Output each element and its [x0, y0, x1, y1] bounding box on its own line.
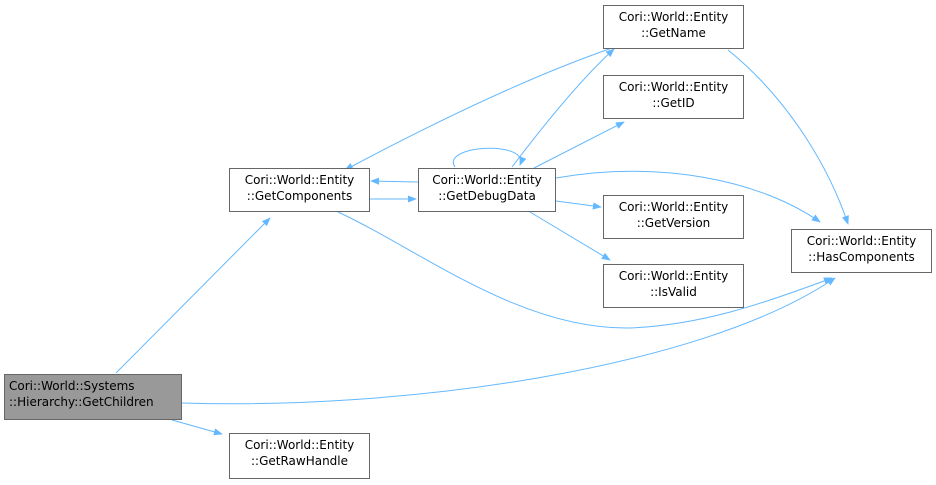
edge-components-hascomponents: [337, 211, 833, 329]
node-getid[interactable]: Cori::World::Entity ::GetID: [603, 75, 744, 119]
node-label-line2: ::HasComponents: [808, 250, 915, 264]
node-label-line2: ::GetComponents: [246, 189, 353, 203]
edge-debugdata-getname: [511, 48, 615, 168]
node-label-line1: Cori::World::Entity: [432, 173, 542, 187]
node-label-line2: ::GetDebugData: [438, 189, 536, 203]
edge-getname-hascomponents: [727, 49, 849, 225]
edge-children-components: [115, 217, 271, 374]
edge-debugdata-self: [452, 147, 527, 168]
node-label-line1: Cori::World::Systems: [9, 379, 135, 393]
node-label-line2: ::GetID: [652, 96, 695, 110]
node-label-line1: Cori::World::Entity: [618, 200, 729, 214]
node-label-line2: ::IsValid: [650, 285, 697, 299]
node-label-line2: ::GetRawHandle: [250, 454, 349, 468]
edge-children-rawhandle: [171, 419, 223, 436]
node-isvalid[interactable]: Cori::World::Entity ::IsValid: [603, 264, 744, 308]
node-getchildren[interactable]: Cori::World::Systems ::Hierarchy::GetChi…: [4, 374, 182, 420]
edge-debugdata-getid: [533, 121, 625, 169]
node-label-line2: ::Hierarchy::GetChildren: [9, 395, 154, 409]
node-label-line2: ::GetName: [641, 26, 706, 40]
edge-getname-components: [344, 47, 613, 171]
edge-debugdata-components: [370, 177, 419, 185]
node-getcomponents[interactable]: Cori::World::Entity ::GetComponents: [229, 168, 370, 212]
node-label-line1: Cori::World::Entity: [618, 80, 729, 94]
node-label-line1: Cori::World::Entity: [244, 173, 355, 187]
node-hascomponents[interactable]: Cori::World::Entity ::HasComponents: [791, 229, 932, 273]
node-label-line1: Cori::World::Entity: [244, 438, 355, 452]
node-label-line1: Cori::World::Entity: [618, 10, 729, 24]
node-label-line2: ::GetVersion: [636, 216, 711, 230]
node-getdebugdata[interactable]: Cori::World::Entity ::GetDebugData: [418, 168, 556, 212]
edge-debugdata-getversion: [555, 200, 602, 210]
node-getversion[interactable]: Cori::World::Entity ::GetVersion: [603, 195, 744, 239]
node-getname[interactable]: Cori::World::Entity ::GetName: [603, 5, 744, 49]
node-label-line1: Cori::World::Entity: [618, 269, 729, 283]
edge-children-hascomponents: [181, 277, 836, 405]
node-label-line1: Cori::World::Entity: [806, 234, 917, 248]
edge-debugdata-hascomponents: [555, 170, 821, 223]
edge-debugdata-isvalid: [529, 211, 611, 261]
node-getrawhandle[interactable]: Cori::World::Entity ::GetRawHandle: [229, 433, 370, 479]
